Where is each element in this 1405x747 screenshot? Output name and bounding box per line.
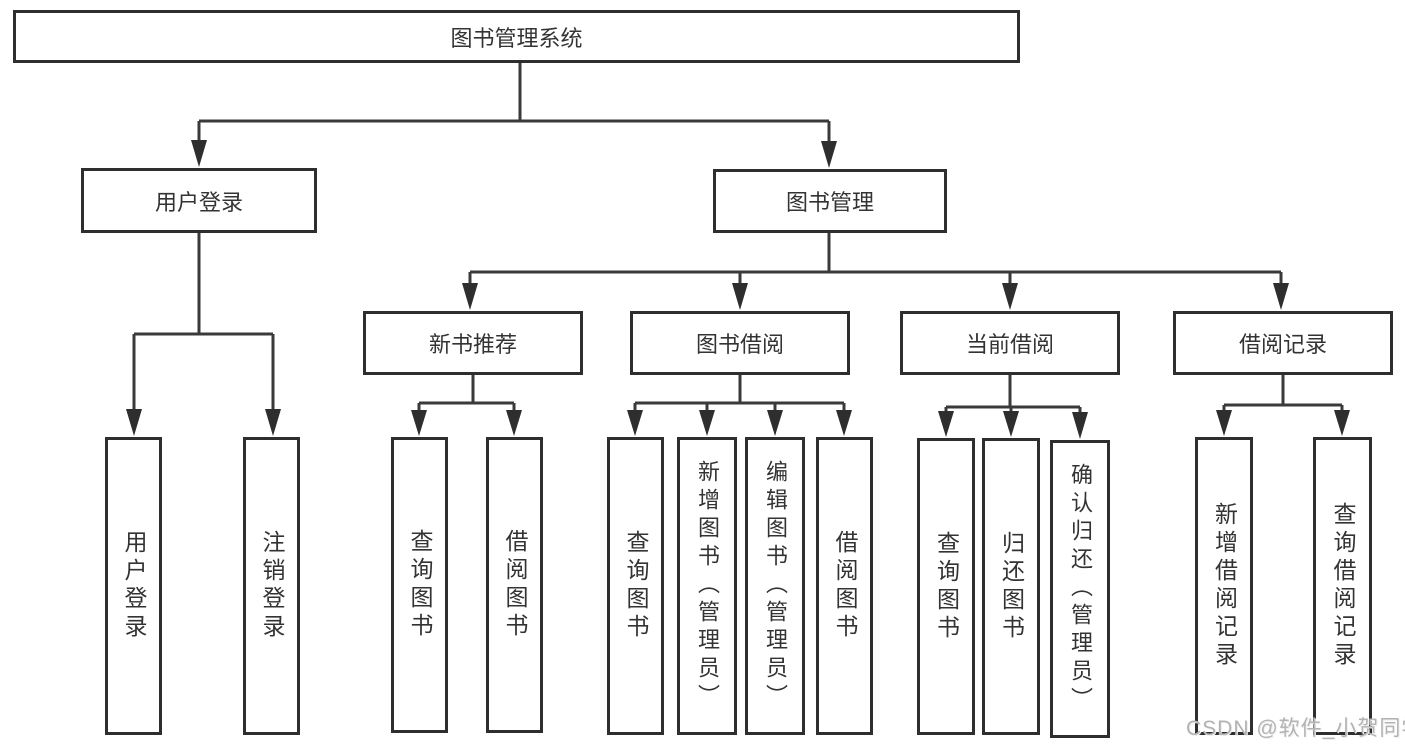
node-root-label: 图书管理系统 (450, 25, 583, 51)
leaf-edit-books-admin-label: 编辑图书（管理员） (763, 460, 788, 712)
leaf-query-books-3: 查询图书 (917, 438, 975, 735)
node-root: 图书管理系统 (13, 10, 1020, 63)
leaf-query-books-1: 查询图书 (391, 437, 448, 733)
leaf-query-books-3-label: 查询图书 (933, 530, 960, 643)
leaf-add-books-admin: 新增图书（管理员） (677, 437, 737, 735)
leaf-user-login-label: 用户登录 (121, 530, 147, 642)
leaf-query-books-1-label: 查询图书 (407, 529, 433, 641)
leaf-borrow-books-2-label: 借阅图书 (832, 530, 858, 642)
node-book-borrow-label: 图书借阅 (695, 332, 784, 357)
node-book-borrow: 图书借阅 (630, 311, 850, 375)
leaf-borrow-books-1: 借阅图书 (486, 437, 543, 733)
node-borrow-records-label: 借阅记录 (1238, 332, 1327, 357)
node-user-login: 用户登录 (81, 168, 317, 233)
node-current-borrow: 当前借阅 (900, 311, 1120, 375)
leaf-logout: 注销登录 (243, 437, 300, 735)
node-new-book-recommend: 新书推荐 (363, 311, 583, 375)
connector-arrowheads (126, 140, 1350, 439)
node-book-management: 图书管理 (713, 169, 947, 233)
leaf-confirm-return-admin: 确认归还（管理员） (1050, 440, 1110, 738)
leaf-add-books-admin-label: 新增图书（管理员） (695, 460, 720, 712)
leaf-logout-label: 注销登录 (259, 530, 285, 642)
leaf-borrow-books-1-label: 借阅图书 (502, 529, 528, 641)
leaf-confirm-return-admin-label: 确认归还（管理员） (1068, 463, 1093, 715)
leaf-edit-books-admin: 编辑图书（管理员） (745, 437, 805, 735)
leaf-user-login: 用户登录 (105, 437, 162, 735)
watermark: CSDN @软件_小贺同学 (1186, 717, 1405, 740)
leaf-query-borrow-record: 查询借阅记录 (1313, 437, 1372, 735)
node-borrow-records: 借阅记录 (1173, 311, 1393, 375)
node-current-borrow-label: 当前借阅 (965, 332, 1054, 357)
leaf-query-borrow-record-label: 查询借阅记录 (1330, 502, 1356, 670)
node-user-login-label: 用户登录 (154, 189, 243, 215)
leaf-add-borrow-record-label: 新增借阅记录 (1211, 502, 1238, 670)
leaf-return-books: 归还图书 (982, 438, 1040, 735)
leaf-add-borrow-record: 新增借阅记录 (1195, 437, 1253, 735)
node-new-book-recommend-label: 新书推荐 (428, 332, 517, 357)
leaf-query-books-2-label: 查询图书 (623, 530, 649, 642)
leaf-query-books-2: 查询图书 (607, 437, 664, 735)
leaf-return-books-label: 归还图书 (998, 530, 1025, 643)
node-book-management-label: 图书管理 (785, 190, 874, 215)
leaf-borrow-books-2: 借阅图书 (816, 437, 873, 735)
